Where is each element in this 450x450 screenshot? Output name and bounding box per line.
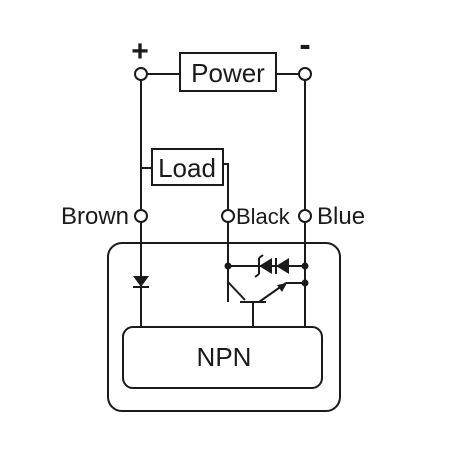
diode-icon [133,276,149,287]
brown-terminal[interactable] [134,209,148,223]
black-terminal-label: Black [236,204,291,229]
junction-dot [301,262,309,270]
transistor-emitter-arrow [277,283,287,292]
flyback-diode-icon [276,258,289,274]
npn-box [122,326,323,389]
load-wire-right [223,163,229,209]
negative-terminal[interactable] [298,67,312,81]
zener-hook-bottom [254,273,260,278]
npn-label: NPN [197,342,252,372]
junction-dot [224,262,232,270]
negative-sign: - [299,26,310,64]
positive-terminal[interactable] [134,67,148,81]
power-box [179,52,277,92]
transistor-collector [227,281,246,301]
sensor-housing [107,242,341,412]
load-box [151,148,224,186]
power-label: Power [191,58,265,88]
junction-dot [301,279,309,287]
black-terminal[interactable] [221,209,235,223]
positive-sign: + [131,35,149,68]
load-label: Load [158,153,216,183]
blue-terminal-label: Blue [317,203,365,230]
zener-hook-top [258,254,264,259]
brown-terminal-label: Brown [61,203,129,230]
blue-terminal[interactable] [298,209,312,223]
zener-diode-icon [259,258,272,274]
